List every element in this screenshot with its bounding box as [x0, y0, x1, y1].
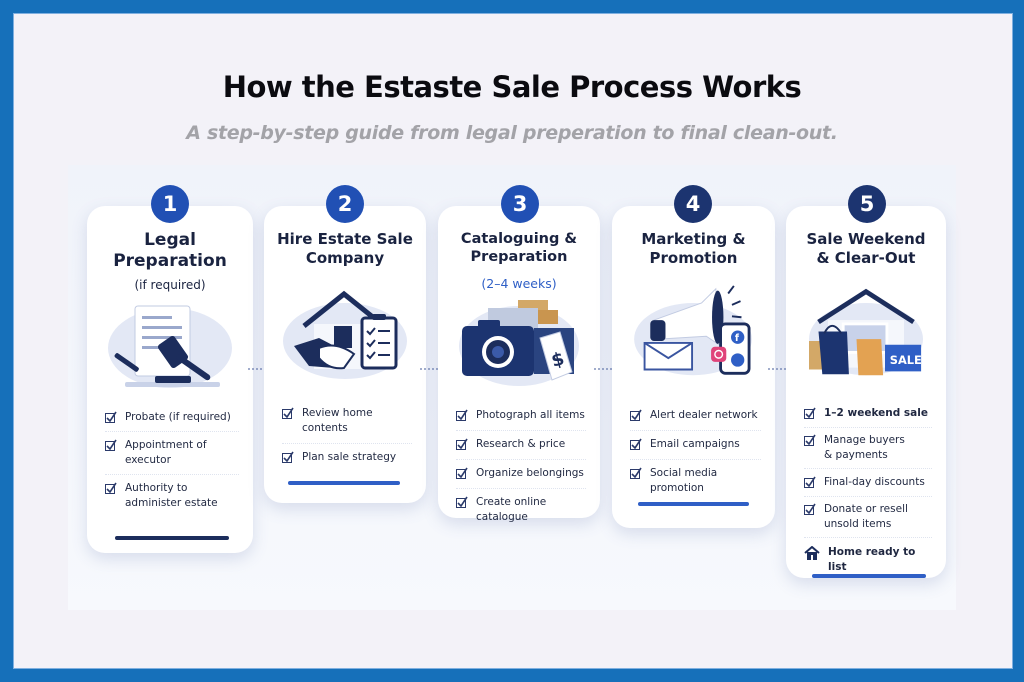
checkbox-checked-icon [456, 467, 468, 479]
list-item: Manage buyers& payments [804, 428, 932, 469]
svg-text:f: f [735, 333, 740, 344]
list-item: 1–2 weekend sale [804, 402, 932, 428]
step-list-3: Photograph all items Research & price Or… [456, 404, 586, 531]
step-title-5: Sale Weekend & Clear-Out [806, 230, 926, 267]
checkbox-checked-icon [804, 476, 816, 488]
checkbox-checked-icon [804, 434, 816, 446]
checkbox-checked-icon [105, 411, 117, 423]
list-item: Social media promotion [630, 460, 761, 502]
step-title-2: Hire Estate Sale Company [277, 230, 413, 267]
page-title: How the Estaste Sale Process Works [222, 70, 802, 104]
step-card-5: 5 Sale Weekend & Clear-Out SALE 1–2 week… [786, 185, 946, 579]
checkbox-checked-icon [630, 467, 642, 479]
step-accent-bar-1 [115, 536, 229, 540]
step-number-4: 4 [674, 185, 712, 223]
home-icon [804, 546, 820, 560]
checkbox-checked-icon [105, 482, 117, 494]
list-item: Create online catalogue [456, 489, 586, 531]
step-title-1: Legal Preparation [113, 230, 227, 272]
checkbox-checked-icon [282, 407, 294, 419]
checkbox-checked-icon [630, 409, 642, 421]
checkbox-checked-icon [804, 407, 816, 419]
checkbox-checked-icon [282, 451, 294, 463]
svg-text:$: $ [549, 348, 567, 372]
step-title-3: Cataloguing & Preparation [460, 231, 578, 266]
house-shopping-bags-sale-icon: SALE [809, 288, 923, 376]
step-number-3: 3 [501, 185, 539, 223]
list-item: Research & price [456, 431, 586, 460]
gavel-document-icon [108, 305, 232, 388]
checkbox-checked-icon [105, 439, 117, 451]
list-item: Probate (if required) [105, 406, 239, 432]
step-note-1: (if required) [134, 278, 206, 292]
step-note-3: (2–4 weeks) [481, 276, 557, 291]
house-handshake-clipboard-icon [283, 290, 407, 379]
checkbox-checked-icon [630, 438, 642, 450]
list-item: Alert dealer network [630, 404, 761, 431]
step-list-4: Alert dealer network Email campaigns Soc… [630, 404, 761, 502]
list-item: Review home contents [282, 402, 412, 444]
camera-price-tag-icon: $ [459, 300, 579, 386]
step-accent-bar-4 [638, 502, 749, 506]
sale-tag-label: SALE [890, 353, 922, 367]
list-item: Email campaigns [630, 431, 761, 460]
step-number-1: 1 [151, 185, 189, 223]
step-accent-bar-2 [288, 481, 400, 485]
step-accent-bar-5 [812, 574, 926, 578]
checkbox-checked-icon [804, 503, 816, 515]
process-panel: 1 Legal Preparation (if required) Probat… [68, 165, 956, 610]
step-number-2: 2 [326, 185, 364, 223]
step-list-2: Review home contents Plan sale strategy [282, 402, 412, 471]
list-item: Photograph all items [456, 404, 586, 431]
megaphone-email-social-icon: f [634, 285, 752, 376]
page-subtitle: A step-by-step guide from legal preperat… [186, 122, 838, 144]
list-item: Final-day discounts [804, 469, 932, 497]
step-card-3: 3 Cataloguing & Preparation (2–4 weeks) … [438, 185, 600, 523]
step-title-4: Marketing & Promotion [641, 230, 746, 267]
checkbox-checked-icon [456, 438, 468, 450]
checkbox-checked-icon [456, 496, 468, 508]
step-number-5: 5 [848, 185, 886, 223]
step-card-4: 4 Marketing & Promotion f Alert dealer n… [612, 185, 775, 528]
step-footer-5: Home ready to list [804, 538, 932, 579]
checkbox-checked-icon [456, 409, 468, 421]
step-card-1: 1 Legal Preparation (if required) Probat… [87, 185, 253, 553]
step-card-2: 2 Hire Estate Sale Company Review home c… [264, 185, 426, 503]
list-item: Organize belongings [456, 460, 586, 489]
step-list-5: 1–2 weekend sale Manage buyers& payments… [804, 402, 932, 579]
list-item: Plan sale strategy [282, 444, 412, 471]
